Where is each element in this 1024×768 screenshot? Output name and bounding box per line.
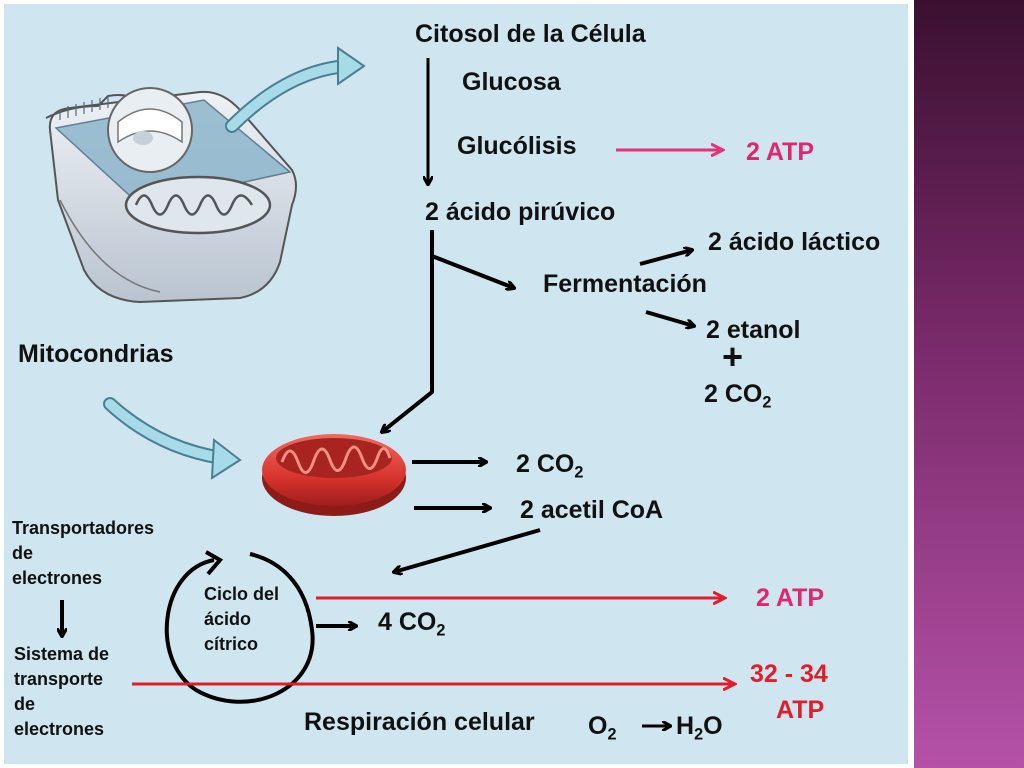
label-glucosa: Glucosa: [462, 68, 561, 96]
label-co2-ciclo: 4 CO2: [378, 608, 446, 640]
label-atp-glucolisis: 2 ATP: [746, 138, 815, 166]
label-co2-fermentacion: 2 CO2: [704, 380, 772, 412]
cell-illustration-icon: [45, 87, 297, 304]
mitochondrion-icon: [262, 434, 406, 516]
arrow-acetil-ciclo: [394, 528, 541, 572]
title-citosol: Citosol de la Célula: [415, 20, 646, 48]
label-transportadores: Transportadores de electrones: [12, 518, 155, 588]
label-o2: O2: [588, 712, 617, 744]
label-sistema-transporte: Sistema de transporte de electrones: [14, 644, 110, 739]
label-piruvico: 2 ácido pirúvico: [425, 198, 616, 226]
cyan-arrow-bottom: [105, 399, 227, 463]
arrow-piruvico-mitocondria: [382, 230, 434, 432]
label-atp-ciclo: 2 ATP: [756, 584, 825, 612]
label-h2o: H2O: [676, 712, 723, 744]
cyan-arrow-outline-top: [225, 59, 355, 133]
label-glucolisis: Glucólisis: [457, 132, 577, 160]
arrow-lactico: [639, 250, 692, 266]
label-fermentacion: Fermentación: [543, 270, 707, 298]
label-ciclo-acido-citrico: Ciclo del ácido cítrico: [204, 584, 280, 654]
citric-cycle-circle: [164, 552, 315, 704]
arrow-etanol: [645, 310, 694, 326]
decorative-side-bar: [914, 0, 1024, 768]
label-plus: +: [722, 336, 744, 377]
cyan-arrow-top: [227, 61, 353, 131]
label-etanol: 2 etanol: [706, 316, 801, 344]
label-lactico: 2 ácido láctico: [708, 228, 881, 256]
label-mitocondrias: Mitocondrias: [18, 340, 174, 368]
label-co2-mitocondria: 2 CO2: [516, 450, 584, 482]
label-acetil-coa: 2 acetil CoA: [520, 496, 664, 524]
arrow-fermentacion: [431, 254, 514, 288]
label-atp-respiracion-2: ATP: [776, 696, 825, 724]
cyan-arrow-bottom-head: [210, 438, 242, 480]
label-atp-respiracion-1: 32 - 34: [750, 660, 828, 688]
label-respiracion-celular: Respiración celular: [304, 708, 535, 736]
cyan-arrow-top-head: [337, 46, 366, 86]
citric-cycle-arrowhead: [205, 550, 224, 576]
